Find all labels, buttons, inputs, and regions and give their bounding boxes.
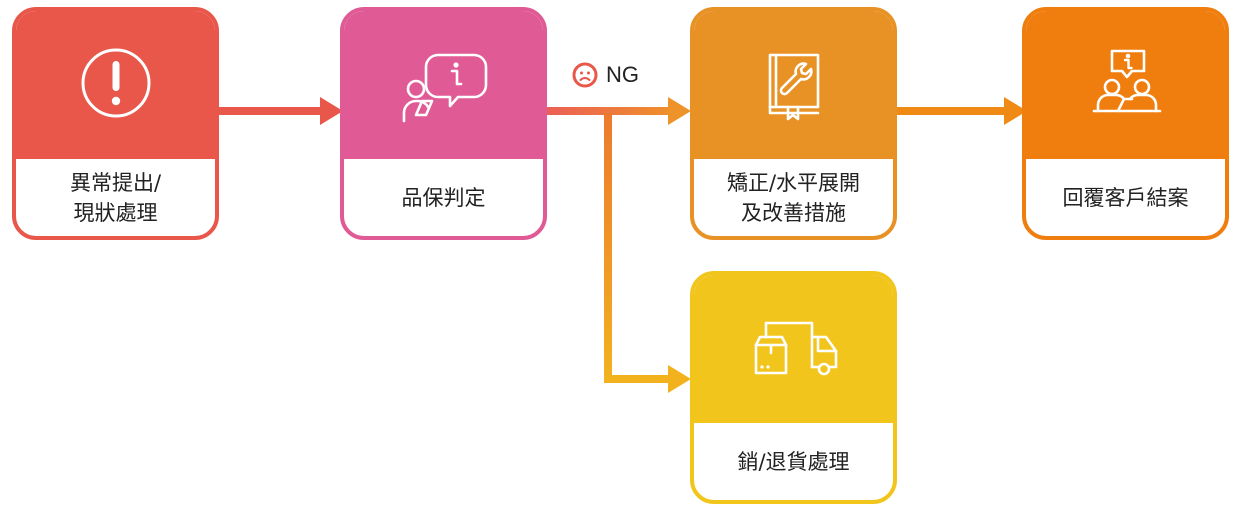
arrow-step3-to-step4 (895, 97, 1027, 125)
step-label-line1: 品保判定 (401, 185, 486, 210)
exclamation-circle-icon (81, 48, 150, 118)
meeting-info-icon (1092, 49, 1161, 113)
step-card-corrective-action: 矯正/水平展開 及改善措施 (690, 7, 897, 240)
step-card-label: 矯正/水平展開 及改善措施 (694, 159, 893, 236)
step-card-label: 品保判定 (344, 159, 543, 236)
ng-text: NG (606, 62, 639, 87)
step-label-line1: 矯正/水平展開 (726, 170, 861, 195)
wrench-book-icon (768, 53, 819, 121)
step-card-header (344, 11, 543, 159)
step-card-label: 回覆客戶結案 (1026, 159, 1225, 236)
step-card-qa-judgement: 品保判定 (340, 7, 547, 240)
step-card-header (694, 11, 893, 159)
sad-face-icon (572, 62, 598, 88)
arrow-step2-to-step3-ng (544, 97, 691, 125)
arrow-branch-to-step5 (604, 113, 691, 393)
step-label-line2: 及改善措施 (740, 200, 846, 225)
step-card-header (1026, 11, 1225, 159)
step-card-label: 銷/退貨處理 (694, 423, 893, 500)
step-card-close-case: 回覆客戶結案 (1022, 7, 1229, 240)
ng-branch-label: NG (572, 62, 639, 88)
step-label-line2: 現狀處理 (73, 200, 158, 225)
step-label-line1: 回覆客戶結案 (1062, 185, 1189, 210)
step-label-line1: 銷/退貨處理 (737, 449, 850, 474)
step-card-return-goods: 銷/退貨處理 (690, 271, 897, 504)
arrow-step1-to-step2 (217, 97, 343, 125)
step-card-header (694, 275, 893, 423)
step-card-label: 異常提出/ 現狀處理 (16, 159, 215, 236)
delivery-truck-icon (754, 321, 837, 376)
step-card-report-anomaly: 異常提出/ 現狀處理 (12, 7, 219, 240)
step-card-header (16, 11, 215, 159)
person-info-speech-icon (402, 53, 487, 123)
step-label-line1: 異常提出/ (69, 170, 162, 195)
